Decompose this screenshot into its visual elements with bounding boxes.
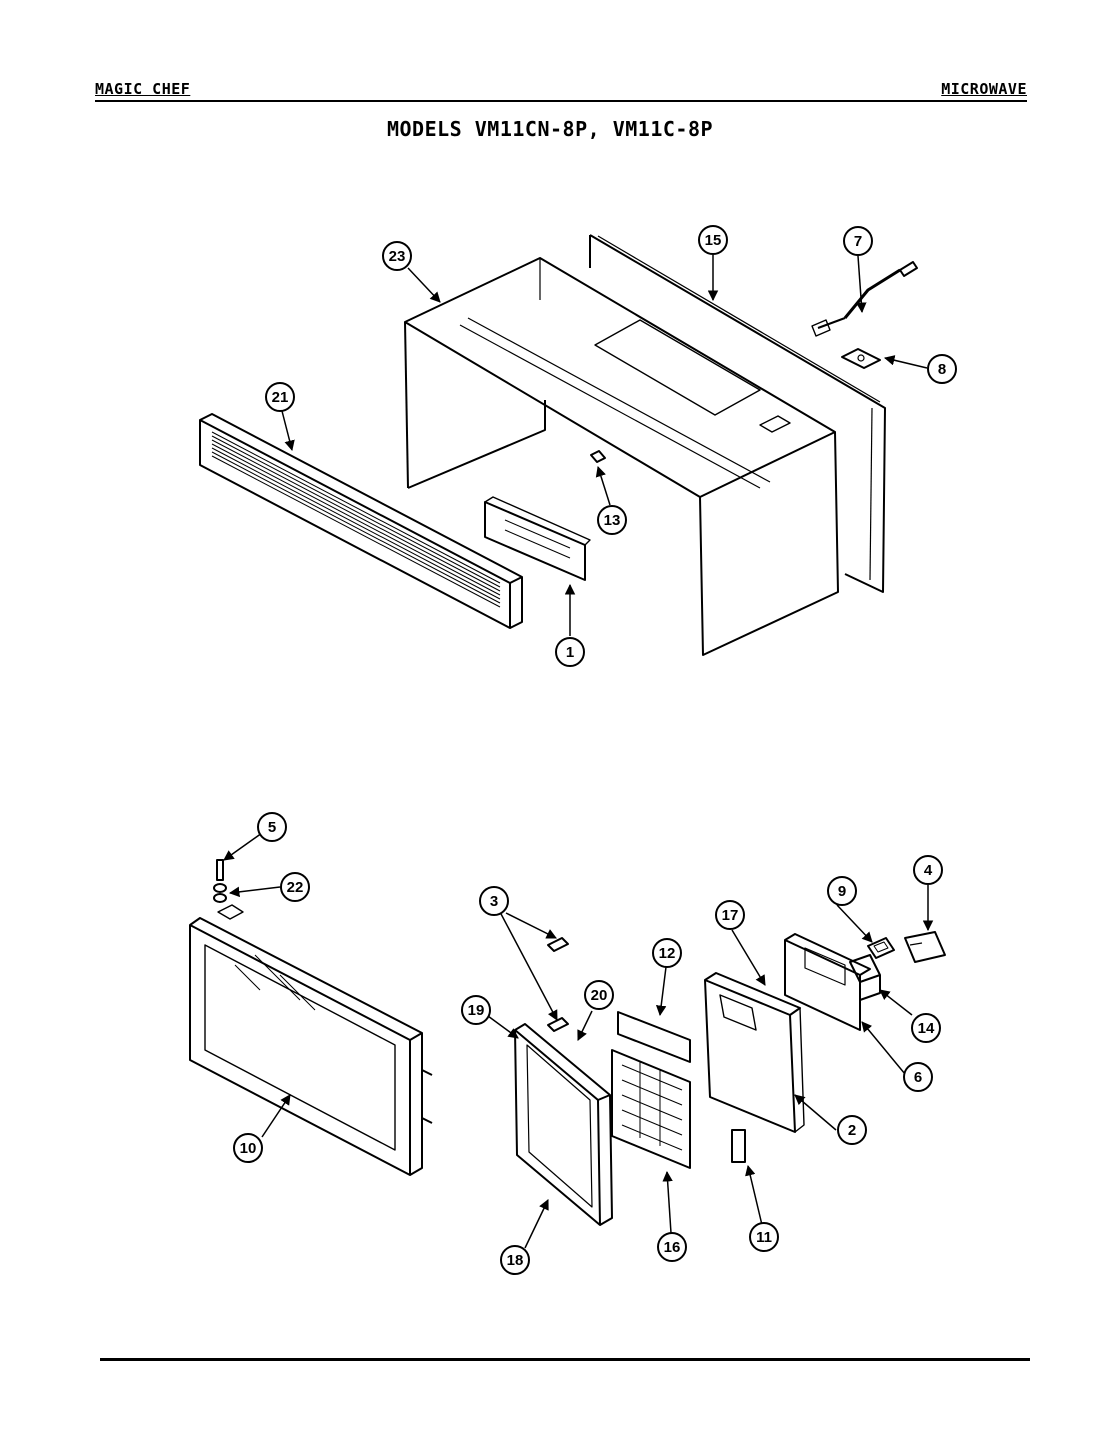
- leader-lines: [223, 255, 934, 1249]
- transformer-part-14: [849, 954, 881, 1001]
- clip-part-13: [590, 450, 606, 463]
- bracket-part-1: [484, 496, 591, 581]
- callout-23: 23: [382, 241, 412, 271]
- svg-text:3: 3: [490, 893, 498, 910]
- svg-text:4: 4: [924, 862, 933, 879]
- page-title: MODELS VM11CN-8P, VM11C-8P: [386, 117, 714, 141]
- header-rule: [95, 100, 1027, 102]
- callout-4: 4: [913, 855, 943, 885]
- callout-3: 3: [479, 886, 509, 916]
- svg-text:20: 20: [591, 987, 608, 1004]
- control-frame-part-19: [514, 1023, 613, 1226]
- svg-text:14: 14: [918, 1020, 935, 1037]
- callout-5: 5: [257, 812, 287, 842]
- svg-text:5: 5: [268, 819, 276, 836]
- callout-13: 13: [597, 505, 627, 535]
- plate-part-8: [841, 348, 881, 369]
- callout-18: 18: [500, 1245, 530, 1275]
- callout-1: 1: [555, 637, 585, 667]
- callout-8: 8: [927, 354, 957, 384]
- keypad-overlay-part-16: [611, 1049, 691, 1169]
- outer-cabinet-part-23: [404, 257, 839, 656]
- svg-text:18: 18: [507, 1252, 524, 1269]
- svg-text:15: 15: [705, 232, 722, 249]
- control-board-part-2: [704, 972, 805, 1133]
- callout-22: 22: [280, 872, 310, 902]
- svg-text:8: 8: [938, 361, 946, 378]
- power-cord-part-7: [811, 261, 918, 337]
- callout-12: 12: [652, 938, 682, 968]
- svg-text:6: 6: [914, 1069, 922, 1086]
- svg-text:22: 22: [287, 879, 304, 896]
- brand-name: MAGIC CHEF: [95, 80, 191, 98]
- svg-text:17: 17: [722, 907, 739, 924]
- callout-15: 15: [698, 225, 728, 255]
- callout-2: 2: [837, 1115, 867, 1145]
- callout-6: 6: [903, 1062, 933, 1092]
- callout-group: 23 15 7 8 21 13 1 5 22 3 12 20 19 17 9 4…: [233, 225, 957, 1275]
- vent-grille-part-21: [199, 413, 523, 629]
- callout-21: 21: [265, 382, 295, 412]
- latch-part-3: [547, 937, 569, 1032]
- small-bracket-part-11: [731, 1129, 746, 1163]
- door-assembly-part-10: [189, 904, 433, 1176]
- svg-text:21: 21: [272, 389, 289, 406]
- label-part-12: [617, 1011, 691, 1063]
- mount-bracket-part-4: [904, 931, 946, 963]
- callout-11: 11: [749, 1222, 779, 1252]
- callout-19: 19: [461, 995, 491, 1025]
- callout-20: 20: [584, 980, 614, 1010]
- callout-17: 17: [715, 900, 745, 930]
- callout-9: 9: [827, 876, 857, 906]
- callout-16: 16: [657, 1232, 687, 1262]
- product-category: MICROWAVE: [941, 80, 1027, 98]
- pcb-part-6: [784, 933, 871, 1031]
- latch-pin-part-5: [216, 859, 224, 881]
- svg-text:7: 7: [854, 233, 862, 250]
- svg-text:16: 16: [664, 1239, 681, 1256]
- svg-text:10: 10: [240, 1140, 257, 1157]
- washer-part-22: [213, 883, 227, 903]
- svg-text:11: 11: [756, 1229, 772, 1246]
- svg-text:9: 9: [838, 883, 846, 900]
- callout-10: 10: [233, 1133, 263, 1163]
- gasket-part-9: [867, 937, 895, 959]
- footer-rule: [100, 1358, 1030, 1361]
- svg-text:13: 13: [604, 512, 621, 529]
- svg-text:2: 2: [848, 1122, 856, 1139]
- svg-text:23: 23: [389, 248, 406, 265]
- callout-14: 14: [911, 1013, 941, 1043]
- rear-plate-part-15: [589, 234, 886, 593]
- svg-text:19: 19: [468, 1002, 485, 1019]
- callout-7: 7: [843, 226, 873, 256]
- svg-text:1: 1: [566, 644, 574, 661]
- svg-text:12: 12: [659, 945, 676, 962]
